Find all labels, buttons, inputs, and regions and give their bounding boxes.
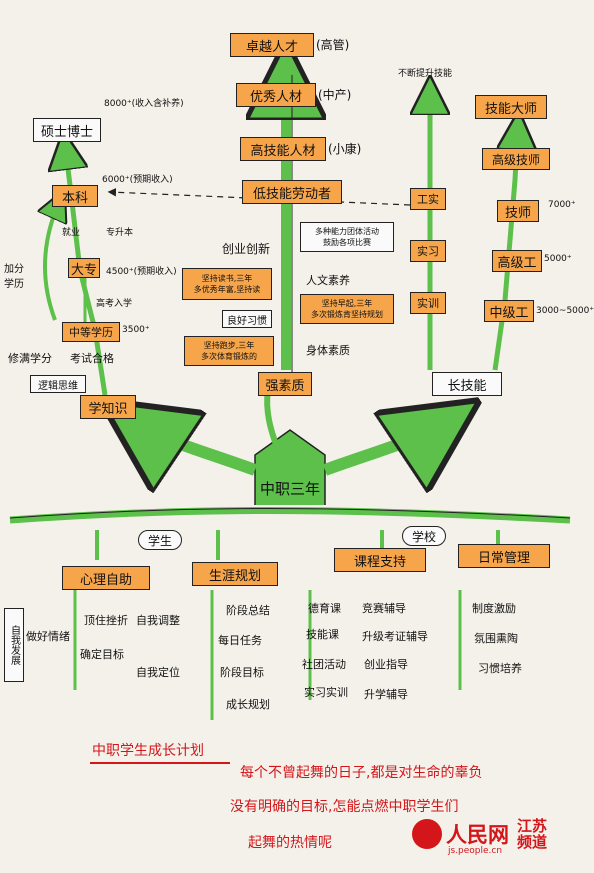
item-m2: 氛围熏陶 <box>474 632 518 645</box>
caption-title: 中职学生成长计划 <box>92 743 204 759</box>
box-master-tech: 技能大师 <box>475 95 547 119</box>
item-k7: 创业指导 <box>364 658 408 671</box>
item-c2: 每日任务 <box>218 634 262 647</box>
salary-bachelor: 6000⁺(预期收入) <box>102 175 173 185</box>
box-learn-knowledge: 学知识 <box>80 395 136 419</box>
box-practice-c: 实训 <box>410 292 446 314</box>
label-body: 身体素质 <box>306 344 350 357</box>
caption-line3: 起舞的热情呢 <box>248 835 332 851</box>
box-course-support: 课程支持 <box>334 548 426 572</box>
box-master: 硕士博士 <box>33 118 101 142</box>
caption-line1: 每个不曾起舞的日子,都是对生命的辜负 <box>240 765 483 781</box>
item-k2: 技能课 <box>306 628 339 641</box>
logo-ch2: 频道 <box>517 833 548 851</box>
salary-college: 4500⁺(预期收入) <box>106 267 177 277</box>
item-s2b: 自我定位 <box>136 666 180 679</box>
note-excellent: (高管) <box>316 38 350 52</box>
side-label-left: 加分学历 <box>4 264 24 290</box>
item-k8: 升学辅导 <box>364 688 408 701</box>
note-upgrade: 专升本 <box>106 228 134 238</box>
box-bachelor: 本科 <box>52 185 98 207</box>
note-sport: 坚持跑步,三年多次体育锻炼的 <box>184 336 274 366</box>
salary-master: 8000⁺(收入含补养) <box>104 99 184 109</box>
caption-line2: 没有明确的目标,怎能点燃中职学生们 <box>230 799 459 815</box>
logo-domain: js.people.cn <box>448 846 503 856</box>
side-self-dev: 自我发展 <box>4 608 24 682</box>
note-read: 坚持读书,三年多优秀年富,坚持读 <box>182 268 272 300</box>
box-excellent: 卓越人才 <box>230 33 314 57</box>
left-sweep-arrow <box>130 420 258 470</box>
item-s1: 顶住挫折 <box>84 614 128 627</box>
right-sweep-arrow <box>322 420 450 470</box>
center-title: 中职三年 <box>260 480 321 498</box>
box-college: 大专 <box>68 258 100 278</box>
item-c1: 阶段总结 <box>226 604 270 617</box>
box-senior: 优秀人材 <box>236 83 316 107</box>
note-score: 修满学分 <box>8 352 52 365</box>
salary-secondary: 3500⁺ <box>122 325 150 335</box>
box-practice-a: 工实 <box>410 188 446 210</box>
item-m3: 习惯培养 <box>478 662 522 675</box>
note-habit: 坚持早起,三年多次锻炼肯坚持规划 <box>300 294 394 324</box>
box-secondary: 中等学历 <box>62 322 120 342</box>
box-strong-quality: 强素质 <box>258 372 312 396</box>
salary-mid-worker: 3000~5000⁺ <box>536 306 594 316</box>
note-employ: 就业 <box>62 228 81 238</box>
item-s3: 做好情绪 <box>26 630 70 643</box>
item-k3: 社团活动 <box>302 658 346 671</box>
item-m1: 制度激励 <box>472 602 516 615</box>
tag-school: 学校 <box>402 526 446 546</box>
label-humanity: 人文素养 <box>306 274 350 287</box>
item-k4: 实习实训 <box>304 686 348 699</box>
note-improve: 不断提升技能 <box>398 69 453 79</box>
box-high-skill: 高技能人材 <box>240 137 326 161</box>
note-high-skill: (小康) <box>328 142 362 156</box>
ground-line <box>9 507 571 524</box>
note-create: 多种能力团体活动鼓励各项比赛 <box>300 222 394 252</box>
item-c3: 阶段目标 <box>220 666 264 679</box>
salary-senior-worker: 5000⁺ <box>544 254 572 264</box>
caption-underline <box>90 762 230 764</box>
item-k6: 升级考证辅导 <box>362 630 428 643</box>
label-good-habits: 良好习惯 <box>222 310 272 328</box>
bottom-stems <box>73 590 462 720</box>
logo-name: 人民网 <box>446 823 509 847</box>
item-s2: 确定目标 <box>80 648 124 661</box>
item-c4: 成长规划 <box>226 698 270 711</box>
box-mid-worker: 中级工 <box>484 300 534 322</box>
item-s1b: 自我调整 <box>136 614 180 627</box>
box-self-growth: 心理自助 <box>62 566 150 590</box>
box-thinking: 逻辑思维 <box>30 375 86 393</box>
tag-student: 学生 <box>138 530 182 550</box>
box-senior-tech: 高级技师 <box>482 148 550 170</box>
box-practice-b: 实习 <box>410 240 446 262</box>
label-entrepreneur: 创业创新 <box>222 242 271 256</box>
box-senior-worker: 高级工 <box>492 250 542 272</box>
salary-senior-tech: 7000⁺ <box>548 200 576 210</box>
box-low-skill: 低技能劳动者 <box>242 180 342 204</box>
box-technician: 技师 <box>497 200 539 222</box>
item-k5: 竞赛辅导 <box>362 602 406 615</box>
note-exam: 高考入学 <box>96 299 133 309</box>
central-arrow <box>254 429 326 505</box>
box-long-skill: 长技能 <box>432 372 502 396</box>
note-senior: (中产) <box>318 88 352 102</box>
box-career-plan: 生涯规划 <box>192 562 278 586</box>
box-daily-mgmt: 日常管理 <box>458 544 550 568</box>
logo-ch1: 江苏 <box>517 817 548 835</box>
logo: 人民网 js.people.cn 江苏 频道 <box>412 817 548 856</box>
item-k1: 德育课 <box>308 602 341 615</box>
note-pass: 考试合格 <box>70 352 114 365</box>
logo-mark-icon <box>412 819 442 849</box>
